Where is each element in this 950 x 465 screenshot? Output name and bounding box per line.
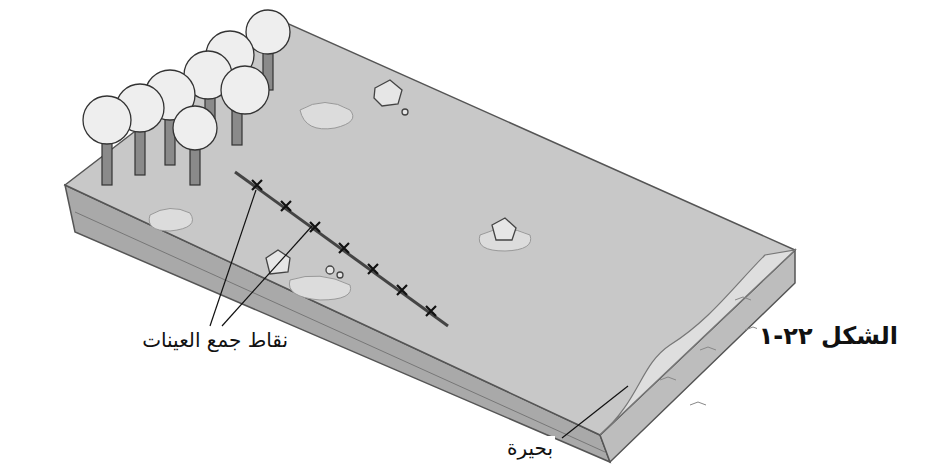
- trees: [83, 10, 290, 185]
- sampling-points-label: نقاط جمع العينات: [140, 328, 290, 352]
- transect-line: [235, 172, 448, 326]
- lake-label: بحيرة: [505, 436, 555, 460]
- figure-caption: الشكل ٢٢-١: [757, 322, 900, 351]
- rocks: [266, 80, 516, 278]
- leader-lines: [210, 190, 628, 438]
- ground-top: [65, 20, 795, 435]
- ground-patches: [149, 103, 531, 301]
- sampling-marks: [252, 180, 436, 316]
- water-ripples: [660, 297, 761, 405]
